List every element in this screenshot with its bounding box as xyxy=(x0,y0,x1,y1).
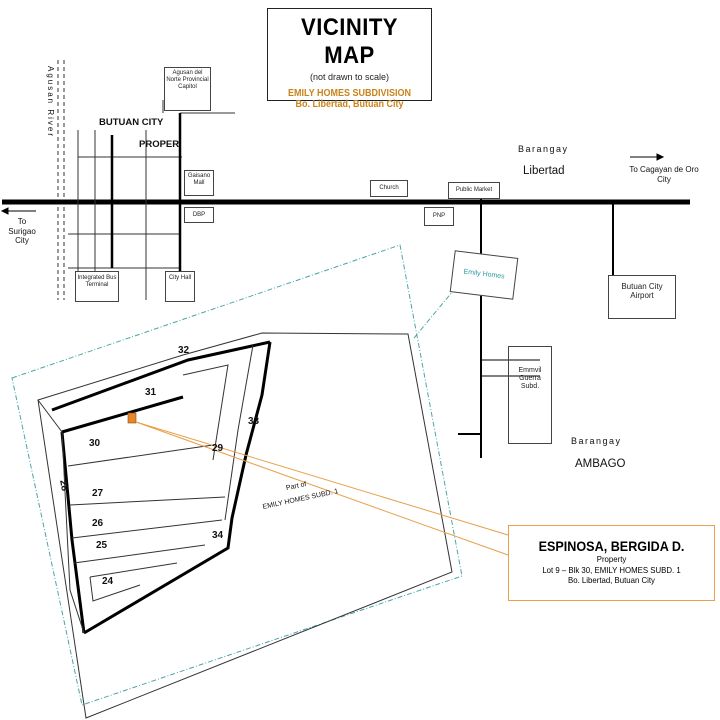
public-market-box: Public Market xyxy=(448,182,500,199)
barangay-ambago-label: Barangay xyxy=(571,436,622,446)
ambago-label: AMBAGO xyxy=(575,458,626,470)
property-marker xyxy=(127,412,137,424)
proper-label: PROPER xyxy=(139,139,180,150)
church-box: Church xyxy=(370,180,408,197)
lot-26-label: 26 xyxy=(92,518,104,529)
emily-homes-box: Emily Homes xyxy=(449,250,519,300)
guerra-box: Emmvil Guerra Subd. xyxy=(508,346,552,444)
subdivision-outline xyxy=(37,332,453,719)
lot-31-label: 31 xyxy=(145,387,157,398)
map-title: VICINITY MAP xyxy=(301,14,398,69)
owner-lot: Lot 9 – Blk 30, EMILY HOMES SUBD. 1 xyxy=(542,564,681,575)
subdivision-name: EMILY HOMES SUBDIVISION xyxy=(287,88,412,99)
title-location: Bo. Libertad, Butuan City xyxy=(295,99,404,110)
lot-24-label: 24 xyxy=(102,576,114,587)
barangay-libertad-label: Barangay xyxy=(518,144,569,154)
to-cagayan-label: To Cagayan de Oro City xyxy=(629,165,699,184)
arrow-surigao-icon xyxy=(0,207,36,215)
subdivision-roads xyxy=(51,340,272,635)
subdivision-lot-lines xyxy=(37,344,254,634)
dbp-box: DBP xyxy=(184,207,214,223)
capitol-box: Agusan del Norte Provincial Capitol xyxy=(164,67,211,111)
gaisano-box: Gaisano Mall xyxy=(184,170,214,196)
arrow-cagayan-icon xyxy=(630,153,665,161)
to-surigao-label: To Surigao City xyxy=(8,217,36,246)
lot-27-label: 27 xyxy=(92,488,104,499)
owner-name: ESPINOSA, BERGIDA D. xyxy=(538,538,685,554)
lot-28-label: 28 xyxy=(57,479,70,492)
airport-box: Butuan City Airport xyxy=(608,275,676,319)
lot-25-label: 25 xyxy=(96,540,108,551)
libertad-label: Libertad xyxy=(523,165,565,177)
lot-32-label: 32 xyxy=(178,345,190,356)
inset-border xyxy=(11,244,463,706)
inset-connector xyxy=(413,284,459,339)
lot-30-label: 30 xyxy=(89,438,101,449)
city-hall-box: City Hall xyxy=(165,271,195,302)
owner-location: Bo. Libertad, Butuan City xyxy=(568,575,655,586)
pnp-box: PNP xyxy=(424,207,454,226)
owner-box: ESPINOSA, BERGIDA D. Property Lot 9 – Bl… xyxy=(508,525,715,601)
terminal-box: Integrated Bus Terminal xyxy=(75,271,119,302)
leader-lines xyxy=(135,421,509,556)
lot-34-label: 34 xyxy=(212,530,224,541)
river-label: Agusan River xyxy=(46,66,55,139)
butuan-city-label: BUTUAN CITY xyxy=(99,117,164,128)
scale-note: (not drawn to scale) xyxy=(309,72,390,82)
lot-33-label: 33 xyxy=(248,416,260,427)
lot-29-label: 29 xyxy=(212,443,224,454)
owner-property: Property xyxy=(596,554,627,564)
title-box: VICINITY MAP (not drawn to scale) EMILY … xyxy=(267,8,432,110)
